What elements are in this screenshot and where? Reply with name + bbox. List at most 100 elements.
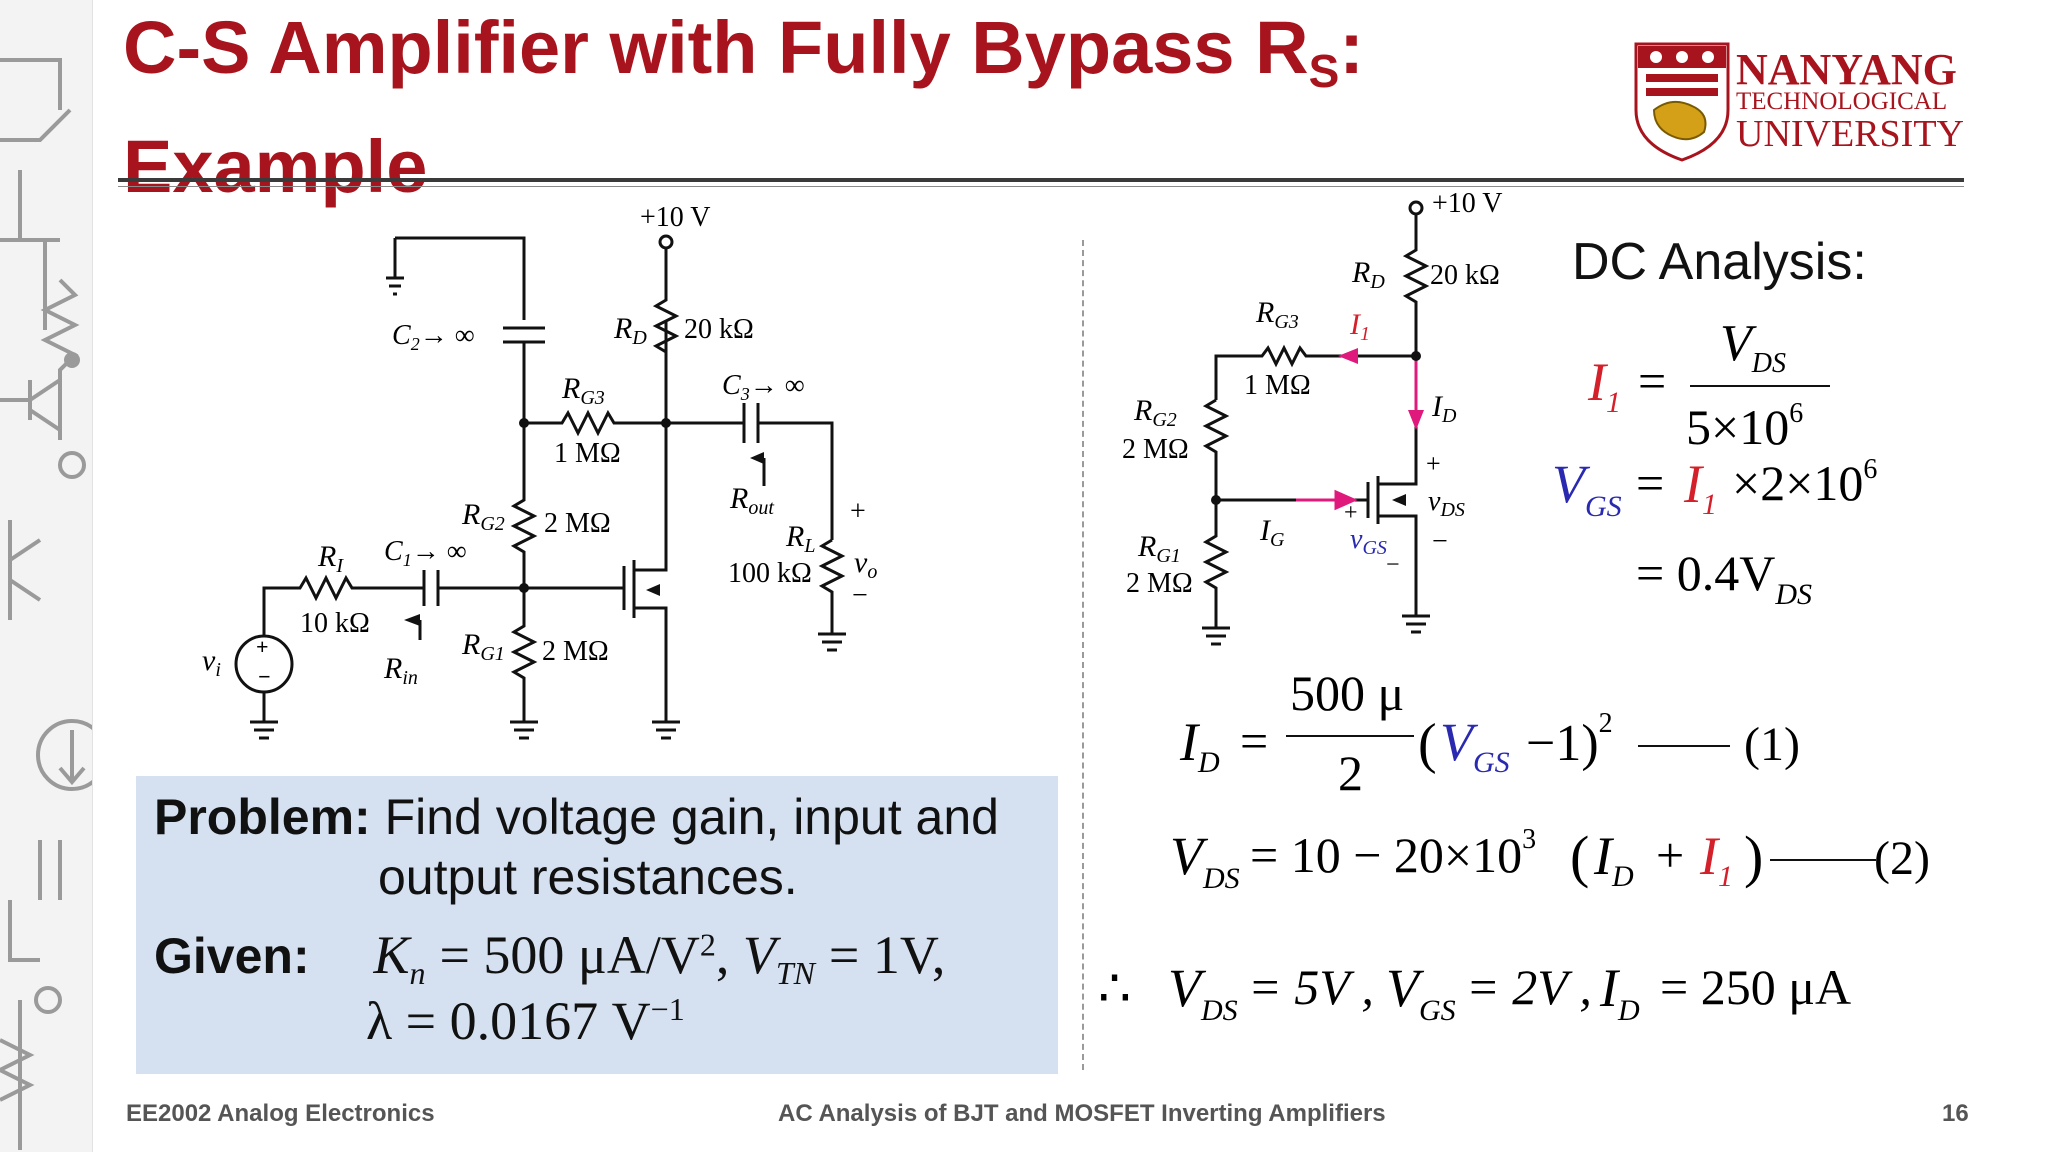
eq2-rhs: = 10 − 20×103 (1250, 824, 1536, 883)
column-divider (1082, 240, 1084, 1070)
left-vi-plus: + (256, 634, 269, 659)
dc-vds-label: vDS (1428, 486, 1465, 521)
eq1-lhs: ID (1179, 712, 1220, 779)
left-vo-plus: + (850, 496, 866, 527)
ground-source (652, 720, 680, 740)
left-rl-value: 100 kΩ (728, 558, 812, 589)
dc-vds-plus: + (1426, 449, 1441, 478)
dc-ig-label: IG (1259, 514, 1285, 551)
given-kn: K (373, 925, 410, 985)
problem-text-line1: Find voltage gain, input and (384, 789, 999, 845)
i1-arrow (1338, 348, 1358, 364)
dc-ground-rg1 (1202, 626, 1230, 646)
side-circuit-decoration (0, 58, 108, 1150)
eq1-tag: (1) (1744, 718, 1800, 771)
eq-vgs-lhs: VGS (1552, 454, 1622, 523)
left-rd-value: 20 kΩ (684, 314, 754, 345)
title-line2: Example (123, 125, 428, 208)
dc-rg2-label: RG2 (1133, 394, 1177, 431)
left-rg3-value: 1 MΩ (554, 438, 621, 469)
given-separator: , (715, 925, 743, 985)
title-rule (118, 178, 1964, 182)
ntu-crest-icon (1634, 42, 1730, 162)
dc-rg3-label: RG3 (1255, 296, 1299, 333)
eq-vgs-i1: I1 (1683, 454, 1717, 521)
eq1-den: 2 (1338, 745, 1363, 801)
title-subscript: S (1308, 45, 1340, 97)
ground-rg1 (510, 720, 538, 740)
left-supply-label: +10 V (640, 202, 711, 233)
dc-analysis-schematic: +10 V RD 20 kΩ RG3 1 MΩ I1 ID RG2 2 MΩ +… (1122, 188, 1503, 646)
eq1-num: 500 μ (1290, 665, 1404, 721)
given-lambda-line: λ = 0.0167 V−1 (366, 990, 685, 1052)
ground-rl (818, 632, 846, 652)
eq1-paren-rest: −1)2 (1526, 708, 1613, 772)
dc-rg2-value: 2 MΩ (1122, 434, 1189, 465)
eq2-lhs: VDS (1170, 826, 1240, 895)
dc-rg1-label: RG1 (1137, 530, 1181, 567)
left-ri-value: 10 kΩ (300, 608, 370, 639)
left-rl-label: RL (785, 520, 815, 557)
result-vgs-val: = 2V , (1466, 959, 1592, 1015)
given-lambda-exp: −1 (650, 991, 685, 1027)
eq1-vgs: VGS (1440, 712, 1510, 779)
eq2-id: ID (1593, 826, 1634, 893)
dc-id-label: ID (1431, 390, 1457, 427)
eq1-equals: = (1240, 713, 1268, 769)
dc-i1-label: I1 (1349, 308, 1370, 345)
footer-page-number: 16 (1942, 1100, 1969, 1127)
left-rg3-label: RG3 (561, 372, 605, 409)
decorative-side-strip (0, 0, 108, 1152)
result-vds: VDS (1168, 958, 1238, 1027)
eq-vgs-equals: = (1636, 455, 1664, 511)
given-label: Given: (154, 928, 310, 984)
eq2-paren-open: ( (1570, 824, 1589, 889)
given-vtn: V (742, 925, 776, 985)
left-rg2-value: 2 MΩ (544, 508, 611, 539)
left-rout-label: Rout (729, 482, 774, 519)
problem-text-line2: output resistances. (378, 849, 798, 905)
problem-line1: Problem: Find voltage gain, input and (154, 788, 999, 846)
slide-title: C-S Amplifier with Fully Bypass RS: Exam… (123, 0, 1523, 215)
given-vtn-sub: TN (775, 955, 815, 991)
logo-text-university: UNIVERSITY (1736, 113, 1964, 155)
left-ri-label: RI (317, 540, 344, 577)
title-rule-thin (118, 186, 1964, 187)
dc-equations: I1 = VDS 5×106 VGS = I1 ×2×106 = 0.4VDS … (1098, 315, 1930, 1027)
given-kn-sub: n (409, 955, 426, 991)
result-therefore: ∴ (1098, 961, 1131, 1018)
dc-vgs-plus: + (1344, 500, 1358, 526)
dc-rg3-value: 1 MΩ (1244, 370, 1311, 401)
eq-i1-equals: = (1638, 353, 1666, 409)
problem-label: Problem: (154, 789, 371, 845)
title-colon: : (1339, 6, 1364, 89)
left-rg1-label: RG1 (461, 628, 505, 665)
title-line1: C-S Amplifier with Fully Bypass R (123, 6, 1309, 89)
dc-vgs-label: vGS (1350, 524, 1387, 559)
given-vtn-value: = 1V, (828, 925, 946, 985)
problem-box: Problem: Find voltage gain, input and ou… (136, 776, 1058, 1074)
eq2-paren-close: ) (1744, 824, 1763, 889)
dc-vgs-minus: − (1386, 552, 1400, 578)
left-c2-label: C2→ ∞ (392, 320, 475, 354)
left-vo-label: vo (854, 546, 877, 583)
dc-ground-source (1402, 614, 1430, 634)
cs-amplifier-schematic: +10 V RD 20 kΩ C2→ ∞ C3→ ∞ RG3 1 MΩ Rout… (202, 202, 877, 740)
eq2-i1: I1 (1699, 826, 1733, 893)
left-rd-label: RD (613, 312, 647, 349)
left-c3-label: C3→ ∞ (722, 370, 805, 404)
result-id-val: = 250 μA (1660, 959, 1851, 1015)
dc-vds-minus: − (1432, 526, 1448, 557)
given-kn-exp: 2 (699, 926, 716, 963)
eq-i1-den: 5×106 (1686, 398, 1803, 455)
dc-rd-value: 20 kΩ (1430, 260, 1500, 291)
result-id: ID (1599, 958, 1640, 1027)
eq-i1-lhs: I1 (1587, 352, 1621, 419)
ground-c2 (386, 276, 404, 296)
eq-vgs-line2: = 0.4VDS (1636, 545, 1812, 611)
dc-supply-label: +10 V (1432, 188, 1503, 219)
eq2-plus: + (1656, 827, 1684, 883)
left-vi-minus: − (258, 664, 271, 689)
given-lambda: λ = 0.0167 V (366, 991, 651, 1051)
